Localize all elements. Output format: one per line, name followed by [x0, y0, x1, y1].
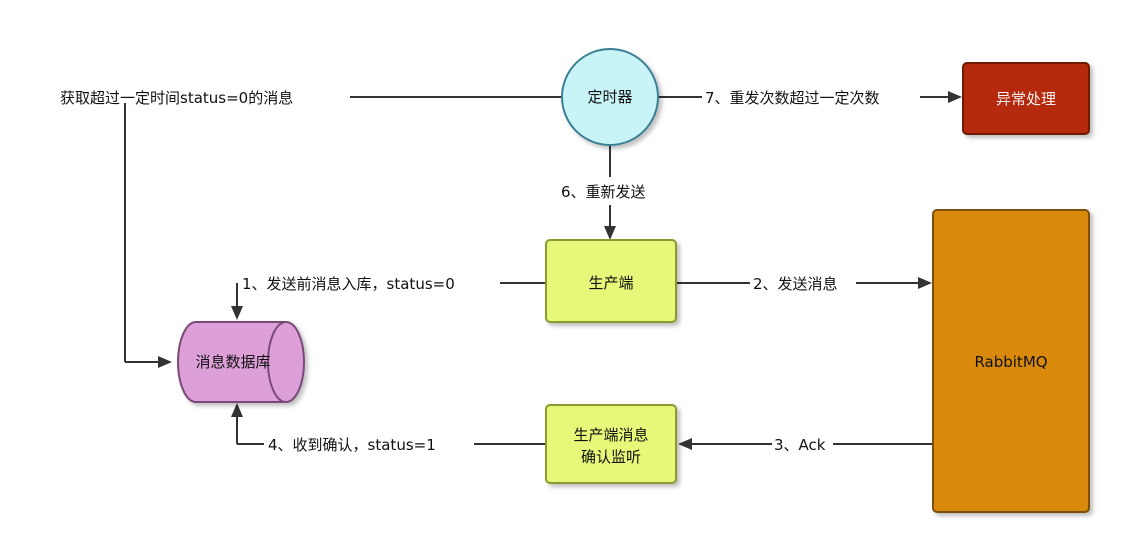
rabbitmq-box: [932, 209, 1090, 513]
node-listener: 生产端消息 确认监听: [545, 404, 677, 484]
edge-label-step6: 6、重新发送: [561, 183, 646, 201]
edge-label-fetch: 获取超过一定时间status=0的消息: [60, 89, 293, 107]
arrow-head: [678, 438, 692, 450]
edge-step1: 1、发送前消息入库，status=0: [231, 275, 546, 320]
listener-box: [545, 404, 677, 484]
arrow-head: [158, 356, 172, 368]
edge-label-step7: 7、重发次数超过一定次数: [705, 89, 880, 107]
database-end-curve: [267, 321, 287, 403]
listener-label-line2: 确认监听: [581, 448, 641, 466]
edge-label-step2: 2、发送消息: [753, 275, 838, 293]
node-timer: 定时器: [561, 48, 659, 146]
exception-box: [962, 62, 1090, 135]
edge-label-step1: 1、发送前消息入库，status=0: [242, 275, 455, 293]
edge-label-step4: 4、收到确认，status=1: [268, 436, 436, 454]
edge-label-step3: 3、Ack: [774, 436, 826, 454]
edge-step6: 6、重新发送: [561, 146, 646, 240]
rabbitmq-label: RabbitMQ: [974, 353, 1047, 371]
arrow-head: [231, 403, 243, 417]
exception-label: 异常处理: [996, 90, 1056, 108]
timer-label: 定时器: [587, 88, 632, 106]
database-label: 消息数据库: [195, 353, 270, 371]
edge-step2: 2、发送消息: [677, 275, 932, 293]
timer-circle: [561, 48, 659, 146]
producer-box: [545, 239, 677, 323]
edge-step7: 7、重发次数超过一定次数: [658, 89, 962, 107]
node-rabbitmq: RabbitMQ: [932, 209, 1090, 513]
producer-label: 生产端: [588, 274, 633, 292]
node-producer: 生产端: [545, 239, 677, 323]
node-exception: 异常处理: [962, 62, 1090, 135]
listener-label-line1: 生产端消息: [573, 426, 648, 444]
arrow-head: [948, 91, 962, 103]
arrow-head: [918, 277, 932, 289]
edge-step3: 3、Ack: [678, 436, 932, 454]
node-database: 消息数据库: [177, 321, 305, 403]
edge-fetch-timeout: 获取超过一定时间status=0的消息: [60, 89, 562, 368]
arrow-head: [604, 226, 616, 240]
edge-step4: 4、收到确认，status=1: [231, 403, 546, 454]
arrow-head: [231, 306, 243, 320]
